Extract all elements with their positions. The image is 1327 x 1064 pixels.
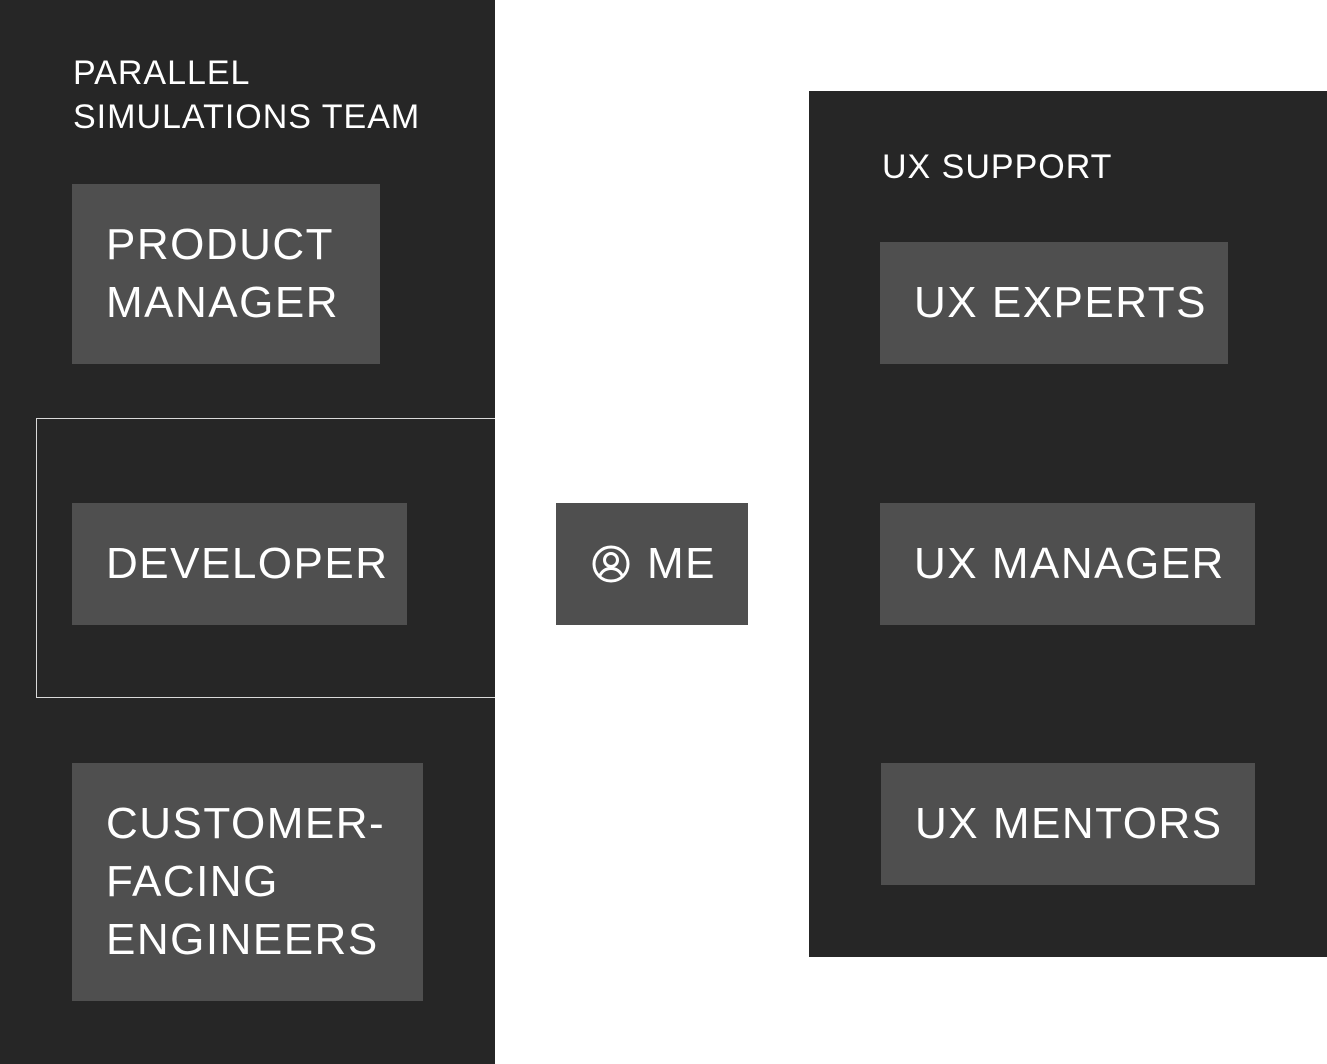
role-box-developer: DEVELOPER bbox=[72, 503, 407, 625]
role-box-ux-manager: UX MANAGER bbox=[880, 503, 1255, 625]
role-label: UX EXPERTS bbox=[914, 278, 1207, 327]
role-box-customer-facing-engineers: CUSTOMER- FACING ENGINEERS bbox=[72, 763, 423, 1001]
role-box-product-manager: PRODUCT MANAGER bbox=[72, 184, 380, 364]
me-label: ME bbox=[647, 539, 716, 588]
role-label: DEVELOPER bbox=[106, 539, 389, 588]
role-label: PRODUCT MANAGER bbox=[106, 220, 339, 327]
developer-highlight-frame bbox=[36, 418, 495, 698]
role-label: CUSTOMER- FACING ENGINEERS bbox=[106, 799, 386, 964]
role-box-ux-mentors: UX MENTORS bbox=[881, 763, 1255, 885]
role-box-ux-experts: UX EXPERTS bbox=[880, 242, 1228, 364]
role-label: UX MENTORS bbox=[915, 799, 1223, 848]
team-panel-title: PARALLEL SIMULATIONS TEAM bbox=[73, 54, 421, 136]
user-circle-icon bbox=[592, 545, 630, 583]
role-label: UX MANAGER bbox=[914, 539, 1225, 588]
support-panel-title: UX SUPPORT bbox=[882, 148, 1113, 186]
team-panel: PARALLEL SIMULATIONS TEAM PRODUCT MANAGE… bbox=[0, 0, 495, 1064]
me-box: ME bbox=[556, 503, 748, 625]
support-panel: UX SUPPORT UX EXPERTS UX MANAGER UX MENT… bbox=[809, 91, 1327, 957]
